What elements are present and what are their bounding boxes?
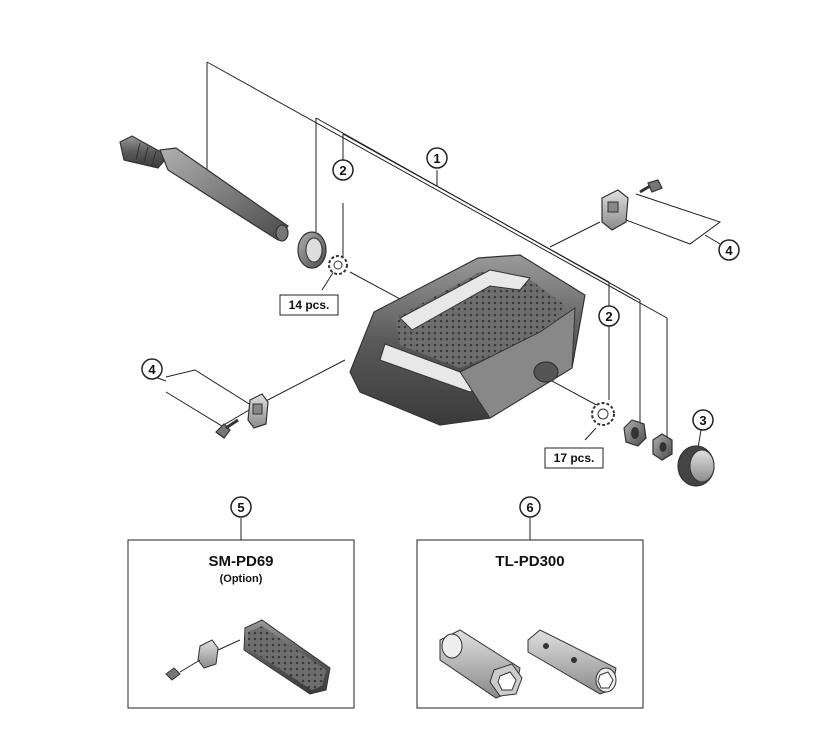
- pin-icon: [639, 179, 663, 194]
- box-sm-pd69: SM-PD69 (Option): [127, 539, 355, 709]
- callout-5: 5: [230, 496, 252, 518]
- callout-4-upper: 4: [718, 239, 740, 261]
- washer-icon: [591, 402, 615, 426]
- svg-text:4: 4: [725, 243, 733, 258]
- svg-text:3: 3: [699, 413, 706, 428]
- tool-socket-icon: [439, 629, 523, 699]
- svg-text:6: 6: [526, 500, 533, 515]
- svg-text:2: 2: [339, 163, 346, 178]
- nut-icon: [623, 419, 647, 447]
- callout-6: 6: [519, 496, 541, 518]
- insert-plate-icon: [243, 619, 331, 695]
- insert-plate-icon: [197, 639, 219, 669]
- box-5-subtitle: (Option): [220, 573, 263, 585]
- qty-label-17: 17 pcs.: [544, 447, 604, 469]
- svg-text:4: 4: [148, 362, 156, 377]
- svg-text:17 pcs.: 17 pcs.: [554, 451, 595, 465]
- box-6-title: TL-PD300: [495, 553, 564, 570]
- callout-3: 3: [692, 409, 714, 431]
- leader-lines: [154, 61, 722, 540]
- pin-icon: [215, 418, 239, 439]
- tool-wrench-icon: [527, 629, 617, 695]
- pin-icon: [165, 667, 181, 681]
- insert-plate-icon: [247, 393, 269, 429]
- washer-icon: [328, 255, 348, 275]
- box-5-title: SM-PD69: [208, 553, 273, 570]
- box-tl-pd300: TL-PD300: [416, 539, 644, 709]
- svg-text:2: 2: [605, 309, 612, 324]
- svg-text:5: 5: [237, 500, 244, 515]
- pedal-body-icon: [349, 254, 586, 426]
- svg-text:1: 1: [433, 151, 440, 166]
- cap-icon: [677, 445, 715, 487]
- callout-2-lower: 2: [598, 305, 620, 327]
- svg-text:14 pcs.: 14 pcs.: [289, 298, 330, 312]
- axle-icon: [119, 135, 289, 242]
- bushing-icon: [652, 433, 673, 461]
- bushing-icon: [297, 231, 327, 269]
- qty-label-14: 14 pcs.: [279, 294, 339, 316]
- insert-plate-icon: [601, 189, 629, 231]
- callout-4-lower: 4: [141, 358, 163, 380]
- callout-1: 1: [426, 147, 448, 169]
- callout-2-upper: 2: [332, 159, 354, 181]
